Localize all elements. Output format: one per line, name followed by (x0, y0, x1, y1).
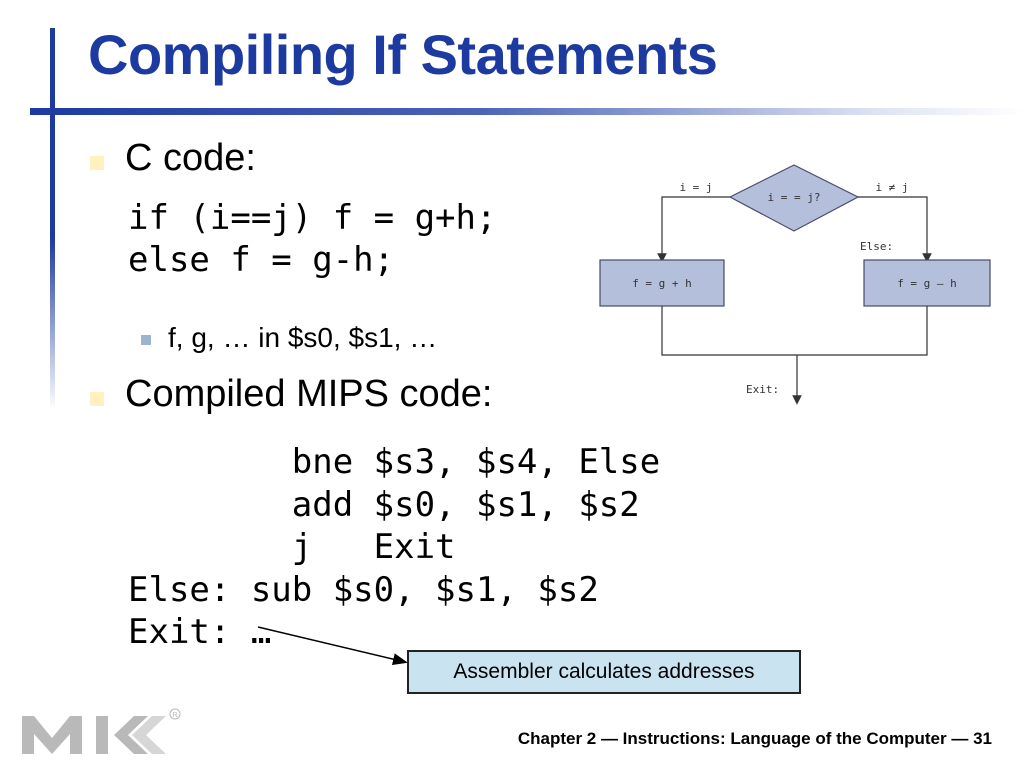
else-box (863, 259, 991, 307)
decision-label: i = = j? (768, 191, 821, 204)
then-box-label: f = g + h (632, 277, 692, 290)
false-branch-label: i ≠ j (875, 181, 908, 194)
if-else-flowchart: i = = j? i = j i ≠ j Else: f = g + h f =… (599, 164, 991, 405)
mips-code-line: Else: sub $s0, $s1, $s2 (128, 569, 599, 610)
else-label: Else: (860, 240, 893, 253)
mips-code-block: bne $s3, $s4, Else add $s0, $s1, $s2 j E… (128, 441, 660, 654)
decision-diamond (728, 164, 860, 232)
sub-bullet-marker (141, 335, 151, 345)
else-box-label: f = g – h (897, 277, 957, 290)
c-code-heading: C code: (125, 137, 256, 179)
true-branch-label: i = j (679, 181, 712, 194)
merge-line (661, 306, 928, 356)
title-accent-vertical-bar (50, 28, 55, 410)
mips-code-line: Exit: … (128, 612, 272, 652)
mips-code-line: bne $s3, $s4, Else (128, 442, 661, 482)
true-branch-line (657, 196, 730, 263)
slide-footer: Chapter 2 — Instructions: Language of th… (517, 729, 992, 748)
c-code-block: if (i==j) f = g+h; else f = g-h; (128, 197, 496, 281)
mips-code-heading: Compiled MIPS code: (125, 373, 493, 415)
title-accent-horizontal-bar (30, 108, 1024, 115)
bullet-marker (90, 156, 104, 170)
mips-code-line: j Exit (128, 527, 456, 567)
c-code-line: if (i==j) f = g+h; (128, 198, 497, 238)
variable-mapping-note: f, g, … in $s0, $s1, … (168, 322, 438, 353)
exit-label: Exit: (746, 383, 779, 396)
false-branch-line (858, 196, 932, 263)
svg-text:R: R (172, 712, 177, 719)
slide-title: Compiling If Statements (88, 23, 718, 86)
mips-code-line: add $s0, $s1, $s2 (128, 484, 640, 525)
then-box (599, 259, 725, 307)
c-code-line: else f = g-h; (128, 240, 395, 280)
assembler-callout: Assembler calculates addresses (407, 650, 801, 694)
bullet-marker (90, 392, 104, 406)
mk-logo: MK R (22, 708, 181, 754)
